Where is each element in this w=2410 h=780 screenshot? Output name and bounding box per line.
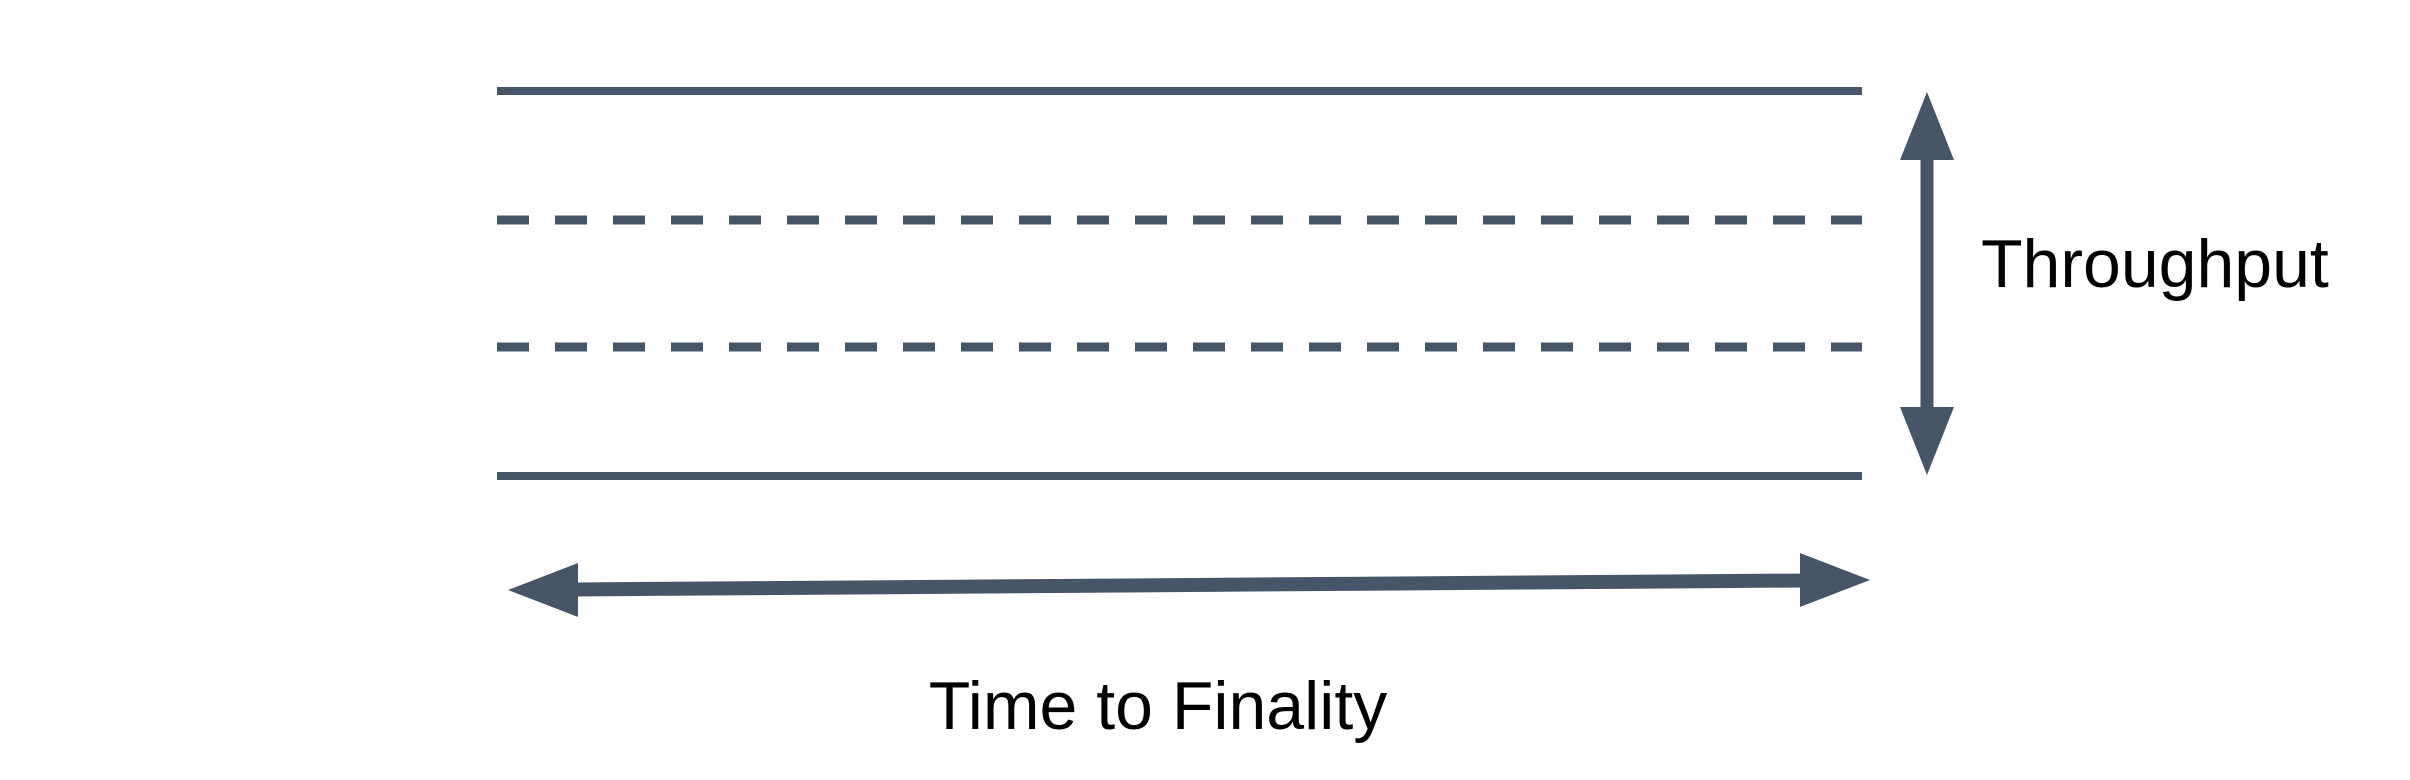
arrowhead-up-icon xyxy=(1900,92,1954,160)
throughput-band xyxy=(497,87,1862,480)
time-to-finality-label: Time to Finality xyxy=(928,668,1388,744)
arrowhead-down-icon xyxy=(1900,407,1954,475)
arrowhead-right-icon xyxy=(1800,553,1870,607)
throughput-label: Throughput xyxy=(1981,226,2329,302)
throughput-arrow xyxy=(1900,92,1954,475)
time-to-finality-arrow-shaft xyxy=(573,573,1805,597)
time-to-finality-arrow xyxy=(508,553,1870,617)
arrowhead-left-icon xyxy=(508,563,578,617)
